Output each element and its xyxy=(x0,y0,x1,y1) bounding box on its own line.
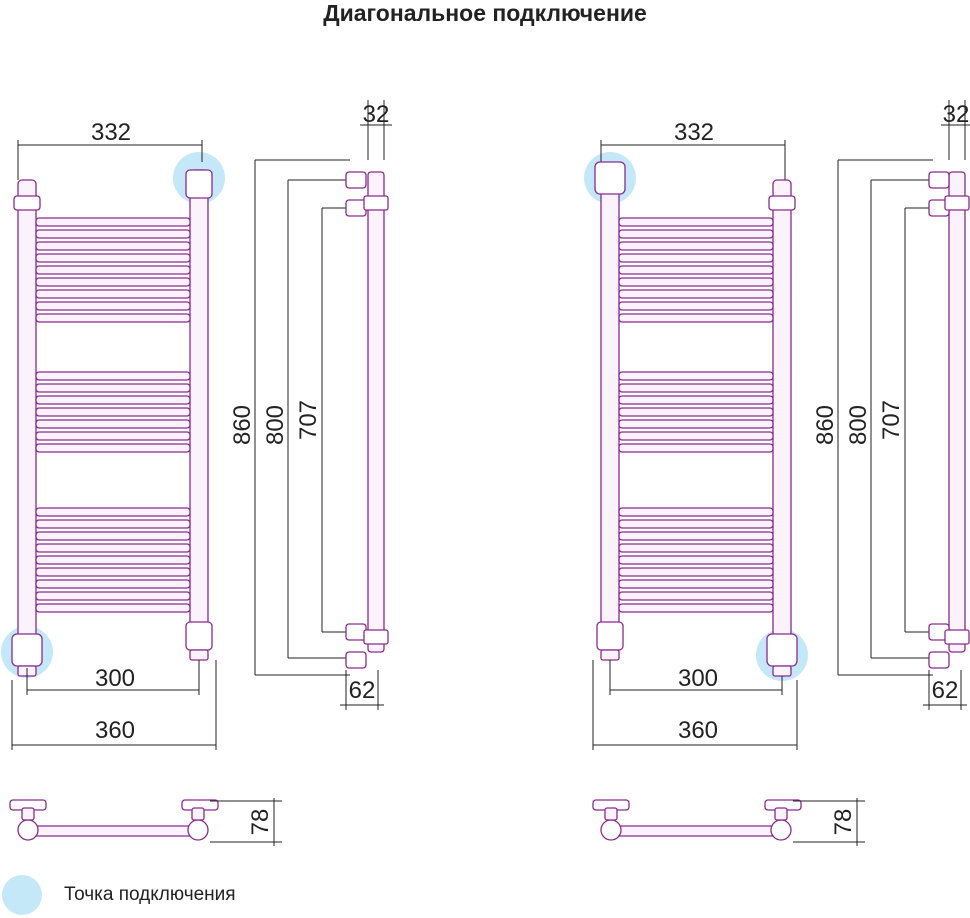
rung xyxy=(618,603,774,613)
top-view-bar xyxy=(23,825,205,837)
rung xyxy=(618,419,774,429)
fitting-bottom-right xyxy=(185,621,213,651)
rung xyxy=(618,579,774,589)
rung xyxy=(35,289,191,299)
rung xyxy=(35,217,191,227)
right-collector xyxy=(772,179,792,651)
rung xyxy=(618,371,774,381)
rung xyxy=(35,241,191,251)
dim-bottom-outer: 360 xyxy=(678,717,718,744)
rung xyxy=(35,555,191,565)
fitting-top-left xyxy=(594,161,626,195)
rung xyxy=(35,419,191,429)
dim-height-total: 860 xyxy=(229,405,256,445)
rung xyxy=(35,371,191,381)
rung xyxy=(35,229,191,239)
rung xyxy=(618,253,774,263)
rung xyxy=(618,301,774,311)
page-title: Диагональное подключение xyxy=(323,0,647,26)
rung xyxy=(618,543,774,553)
rung xyxy=(618,519,774,529)
rung xyxy=(35,579,191,589)
left-collector xyxy=(17,179,37,651)
view-right: 332 300 360 860 800 707 xyxy=(584,100,970,846)
rung xyxy=(618,277,774,287)
dim-height-mid: 800 xyxy=(845,405,872,445)
rung xyxy=(618,289,774,299)
rung xyxy=(618,591,774,601)
rung xyxy=(618,313,774,323)
rung xyxy=(618,229,774,239)
dim-side-bottom: 62 xyxy=(932,677,959,704)
dim-height-total: 860 xyxy=(812,405,839,445)
dim-top-width: 332 xyxy=(674,119,714,146)
rung xyxy=(35,253,191,263)
rung xyxy=(618,555,774,565)
rung xyxy=(618,507,774,517)
fitting-top-right xyxy=(185,169,213,199)
rung xyxy=(35,443,191,453)
fitting-top-right xyxy=(768,195,796,211)
rung xyxy=(35,603,191,613)
side-collector xyxy=(367,171,385,653)
dim-depth: 78 xyxy=(830,809,857,836)
rung xyxy=(618,383,774,393)
dim-height-mid: 800 xyxy=(262,405,289,445)
rung xyxy=(35,277,191,287)
rung xyxy=(618,407,774,417)
rung xyxy=(35,591,191,601)
rung xyxy=(618,567,774,577)
fitting-bottom-left xyxy=(11,633,43,667)
rung xyxy=(35,395,191,405)
rung xyxy=(618,443,774,453)
rung xyxy=(618,531,774,541)
dim-bottom-inner: 300 xyxy=(678,665,718,692)
rungs-left xyxy=(35,217,191,613)
rung xyxy=(35,543,191,553)
dim-side-bottom: 62 xyxy=(349,677,376,704)
fitting-bottom-right xyxy=(766,633,798,667)
rung xyxy=(35,431,191,441)
top-view-bar xyxy=(606,825,788,837)
rung xyxy=(35,507,191,517)
connection-point-icon xyxy=(2,875,42,915)
rungs-right xyxy=(618,217,774,613)
view-left: 332 300 360 860 800 707 xyxy=(1,100,392,846)
dim-height-inner: 707 xyxy=(878,400,905,440)
rung xyxy=(618,241,774,251)
right-collector xyxy=(189,169,209,651)
rung xyxy=(35,531,191,541)
rung xyxy=(35,301,191,311)
dim-height-inner: 707 xyxy=(295,400,322,440)
rung xyxy=(35,567,191,577)
dim-side-top: 32 xyxy=(943,101,970,128)
rung xyxy=(618,395,774,405)
fitting-bottom-left xyxy=(596,621,624,651)
rung xyxy=(618,431,774,441)
rung xyxy=(35,519,191,529)
side-collector xyxy=(948,171,966,653)
rung xyxy=(618,217,774,227)
left-collector xyxy=(600,169,620,651)
dim-side-top: 32 xyxy=(363,101,390,128)
dim-bottom-inner: 300 xyxy=(95,665,135,692)
rung xyxy=(35,407,191,417)
rung xyxy=(35,313,191,323)
rung xyxy=(35,383,191,393)
dim-top-width: 332 xyxy=(91,119,131,146)
rung xyxy=(35,265,191,275)
dim-bottom-outer: 360 xyxy=(95,717,135,744)
rung xyxy=(618,265,774,275)
dim-depth: 78 xyxy=(247,809,274,836)
legend-label: Точка подключения xyxy=(64,884,236,905)
fitting-top-left xyxy=(13,195,41,211)
